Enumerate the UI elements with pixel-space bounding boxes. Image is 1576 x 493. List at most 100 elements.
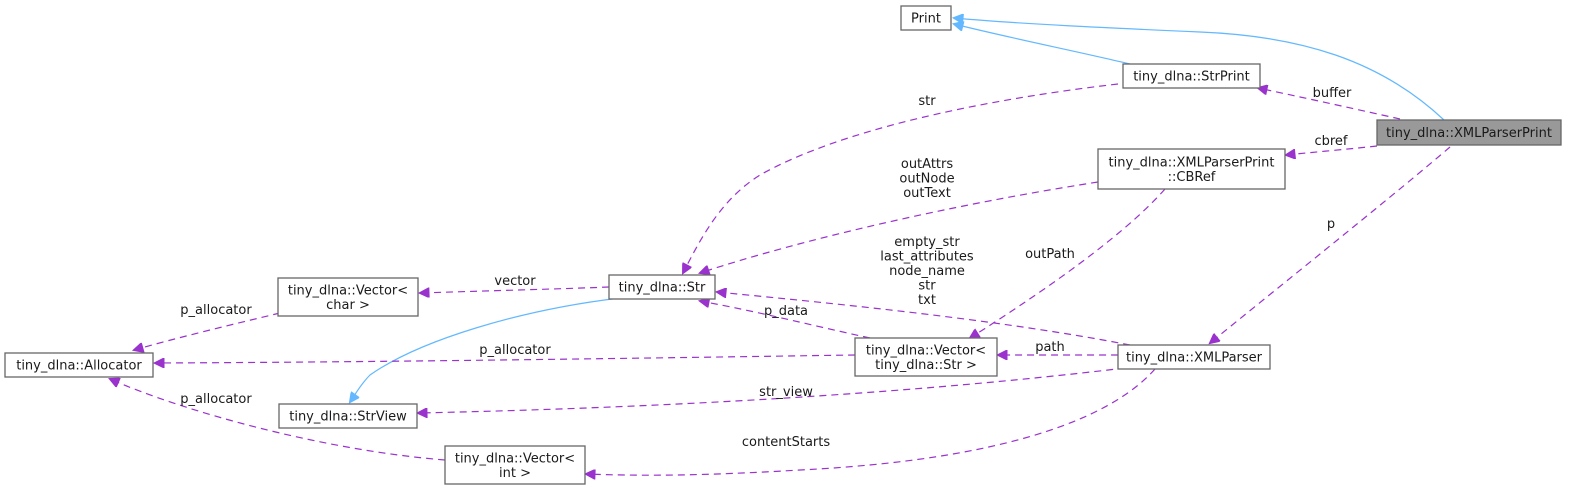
edge-label-xmlparserprint-to-xmlparser: p <box>1327 217 1335 232</box>
class-node-label: tiny_dlna::XMLParserPrint::CBRef <box>1109 155 1275 185</box>
edge-label-xmlparserprint-to-strprint: buffer <box>1313 86 1352 101</box>
class-node-label-line: tiny_dlna::Vector< <box>866 343 986 358</box>
edge-label-vectorstr-to-allocator: p_allocator <box>479 343 551 358</box>
class-node-label: tiny_dlna::StrPrint <box>1133 70 1250 85</box>
usage-edge-vectorstr-to-allocator <box>155 354 856 363</box>
edge-label-line: node_name <box>889 264 965 279</box>
class-node-box[interactable] <box>444 445 586 485</box>
class-node-box[interactable] <box>608 274 716 300</box>
inheritance-edge-xmlparserprint-to-print <box>954 18 1445 121</box>
class-node-label: Print <box>911 12 941 27</box>
class-node-box[interactable] <box>900 5 952 31</box>
class-node-label: tiny_dlna::Vector<int > <box>455 451 575 481</box>
class-node-cbref[interactable]: tiny_dlna::XMLParserPrint::CBRef <box>1097 148 1286 190</box>
class-node-label: tiny_dlna::XMLParserPrint <box>1386 126 1552 141</box>
class-node-str[interactable]: tiny_dlna::Str <box>608 274 716 300</box>
class-node-label: tiny_dlna::Vector<char > <box>288 283 408 313</box>
edge-label-line: str <box>918 279 936 294</box>
class-node-label-line: tiny_dlna::XMLParserPrint <box>1109 155 1275 170</box>
class-node-label-line: char > <box>326 298 370 313</box>
class-node-label: tiny_dlna::Vector<tiny_dlna::Str > <box>866 343 986 373</box>
edge-label-line: txt <box>918 293 936 308</box>
usage-edge-xmlparser-to-strview <box>418 367 1126 413</box>
nodes-layer: Printtiny_dlna::StrPrinttiny_dlna::XMLPa… <box>4 5 1562 485</box>
class-node-label: tiny_dlna::Str <box>619 281 706 296</box>
class-node-label-line: tiny_dlna::Vector< <box>288 283 408 298</box>
edge-label-xmlparser-to-vectorint: contentStarts <box>742 435 831 450</box>
usage-edge-xmlparser-to-str <box>717 292 1131 346</box>
edge-label-line: str_view <box>759 385 813 400</box>
edge-label-vectorstr-to-str: p_data <box>764 304 808 319</box>
usage-edge-str-to-vectorchar <box>420 286 610 293</box>
edge-label-line: vector <box>494 274 536 289</box>
edge-label-line: p_data <box>764 304 808 319</box>
class-node-label-line: tiny_dlna::Vector< <box>455 451 575 466</box>
class-node-vectorstr[interactable]: tiny_dlna::Vector<tiny_dlna::Str > <box>854 337 998 377</box>
usage-edge-xmlparserprint-to-xmlparser <box>1210 146 1451 343</box>
edge-label-line: empty_str <box>894 235 960 250</box>
usage-edge-cbref-to-str <box>700 181 1099 273</box>
class-node-strprint[interactable]: tiny_dlna::StrPrint <box>1122 63 1261 89</box>
class-node-xmlparser[interactable]: tiny_dlna::XMLParser <box>1117 344 1271 370</box>
class-node-label-line: tiny_dlna::XMLParser <box>1126 351 1263 366</box>
class-node-print[interactable]: Print <box>900 5 952 31</box>
edge-label-cbref-to-vectorstr: outPath <box>1025 247 1075 262</box>
class-node-box[interactable] <box>1097 148 1286 190</box>
edge-label-xmlparser-to-vectorstr: path <box>1035 340 1065 355</box>
edge-label-vectorchar-to-allocator: p_allocator <box>180 303 252 318</box>
class-node-box[interactable] <box>4 352 154 378</box>
usage-edge-vectorstr-to-str <box>700 301 871 339</box>
class-node-label-line: tiny_dlna::XMLParserPrint <box>1386 126 1552 141</box>
edge-label-strprint-to-str: str <box>918 94 936 109</box>
class-node-vectorchar[interactable]: tiny_dlna::Vector<char > <box>277 277 419 317</box>
edge-label-line: str <box>918 94 936 109</box>
class-node-strview[interactable]: tiny_dlna::StrView <box>278 403 418 429</box>
edge-label-xmlparser-to-strview: str_view <box>759 385 813 400</box>
usage-edge-strprint-to-str <box>683 83 1119 273</box>
class-node-label: tiny_dlna::Allocator <box>16 359 142 374</box>
edge-label-line: p <box>1327 217 1335 232</box>
class-node-label-line: tiny_dlna::StrView <box>289 410 407 425</box>
edge-label-line: p_allocator <box>180 392 252 407</box>
edge-label-line: outNode <box>899 172 954 187</box>
class-node-label-line: tiny_dlna::Allocator <box>16 359 142 374</box>
class-node-label-line: tiny_dlna::Str > <box>875 358 977 373</box>
usage-edge-vectorchar-to-allocator <box>134 312 281 350</box>
class-node-label-line: Print <box>911 12 941 27</box>
usage-edge-xmlparserprint-to-strprint <box>1258 88 1401 120</box>
edge-label-vectorint-to-allocator: p_allocator <box>180 392 252 407</box>
class-node-box[interactable] <box>278 403 418 429</box>
class-node-vectorint[interactable]: tiny_dlna::Vector<int > <box>444 445 586 485</box>
class-node-label-line: tiny_dlna::StrPrint <box>1133 70 1250 85</box>
inheritance-edge-str-to-strview <box>350 297 621 402</box>
class-node-box[interactable] <box>1376 119 1562 146</box>
class-node-box[interactable] <box>1117 344 1271 370</box>
edge-label-line: outText <box>903 186 951 201</box>
class-node-label: tiny_dlna::StrView <box>289 410 407 425</box>
edge-label-xmlparserprint-to-cbref: cbref <box>1314 134 1347 149</box>
edge-label-line: outAttrs <box>901 157 953 172</box>
class-node-box[interactable] <box>1122 63 1261 89</box>
class-node-label-line: tiny_dlna::Str <box>619 281 706 296</box>
class-node-box[interactable] <box>854 337 998 377</box>
class-node-label-line: int > <box>499 466 531 481</box>
class-node-allocator[interactable]: tiny_dlna::Allocator <box>4 352 154 378</box>
edge-label-line: buffer <box>1313 86 1352 101</box>
class-node-xmlparserprint[interactable]: tiny_dlna::XMLParserPrint <box>1376 119 1562 146</box>
edge-label-line: cbref <box>1314 134 1347 149</box>
usage-edge-vectorint-to-allocator <box>110 379 446 461</box>
class-node-label: tiny_dlna::XMLParser <box>1126 351 1263 366</box>
class-node-label-line: ::CBRef <box>1168 170 1216 185</box>
edges-layer <box>110 18 1451 475</box>
edge-label-line: p_allocator <box>180 303 252 318</box>
usage-edge-xmlparser-to-vectorint <box>586 368 1156 475</box>
class-node-box[interactable] <box>277 277 419 317</box>
usage-edge-cbref-to-vectorstr <box>970 188 1166 338</box>
edge-label-line: contentStarts <box>742 435 831 450</box>
edge-label-line: last_attributes <box>880 250 974 265</box>
inheritance-edge-strprint-to-print <box>954 24 1131 65</box>
